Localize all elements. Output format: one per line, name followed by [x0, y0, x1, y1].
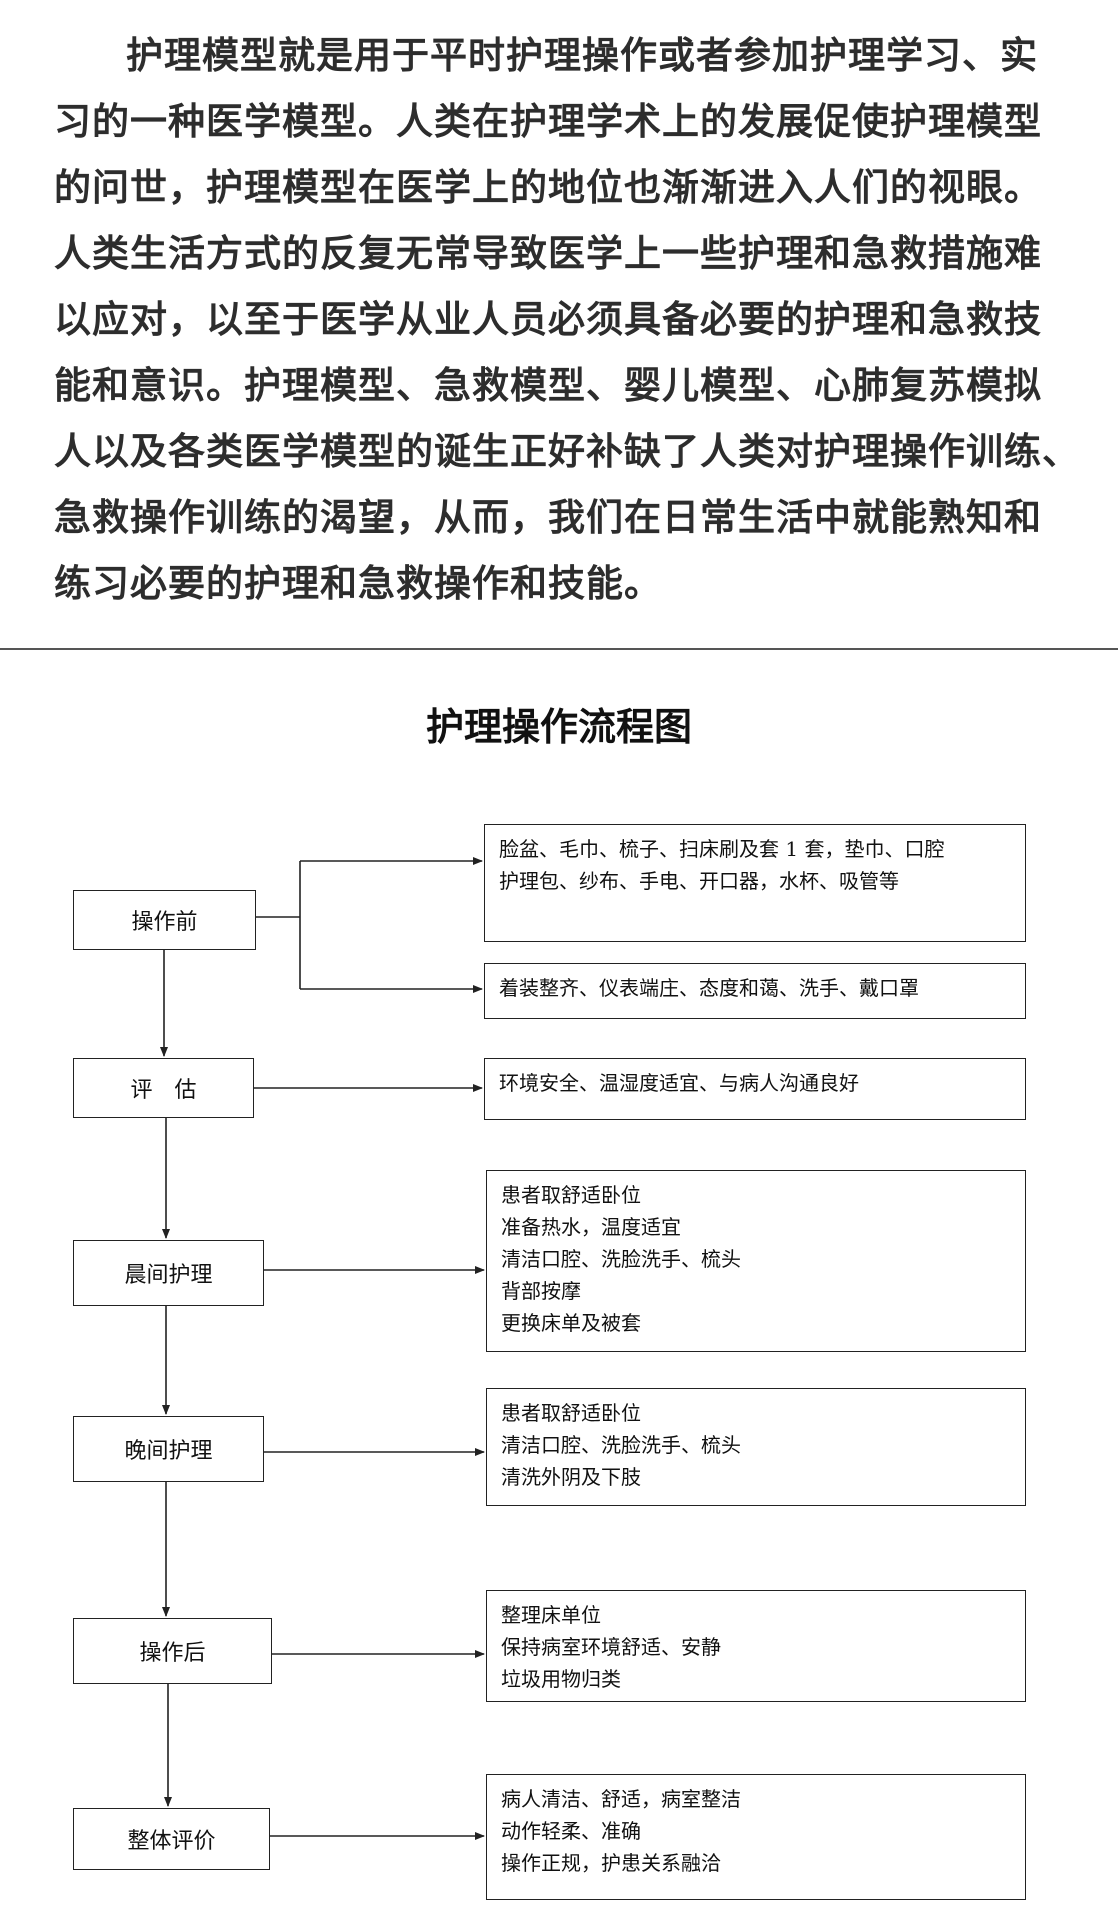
- intro-paragraph: 护理模型就是用于平时护理操作或者参加护理学习、实 习的一种医学模型。人类在护理学…: [0, 0, 1118, 650]
- detail-box-morning-care: 患者取舒适卧位 准备热水，温度适宜 清洁口腔、洗脸洗手、梳头 背部按摩 更换床单…: [486, 1170, 1026, 1352]
- detail-line: 更换床单及被套: [501, 1311, 641, 1335]
- step-label: 评 估: [130, 1078, 197, 1103]
- intro-line: 的问世，护理模型在医学上的地位也渐渐进入人们的视眼。: [54, 166, 1042, 209]
- detail-box-supplies: 脸盆、毛巾、梳子、扫床刷及套 1 套，垫巾、口腔 护理包、纱布、手电、开口器，水…: [484, 824, 1026, 942]
- detail-line: 患者取舒适卧位: [501, 1183, 641, 1207]
- step-box-overall-evaluation: 整体评价: [73, 1808, 270, 1870]
- step-box-before-operation: 操作前: [73, 890, 256, 950]
- step-box-after-operation: 操作后: [73, 1618, 272, 1684]
- nursing-flowchart: 护理操作流程图 操作前: [0, 650, 1118, 1920]
- detail-box-environment: 环境安全、温湿度适宜、与病人沟通良好: [484, 1058, 1026, 1120]
- step-label: 操作前: [131, 910, 198, 935]
- step-box-assessment: 评 估: [73, 1058, 254, 1118]
- detail-line: 护理包、纱布、手电、开口器，水杯、吸管等: [499, 869, 899, 893]
- detail-line: 背部按摩: [501, 1279, 581, 1303]
- detail-line: 动作轻柔、准确: [501, 1819, 641, 1843]
- step-label: 整体评价: [127, 1829, 216, 1854]
- detail-line: 保持病室环境舒适、安静: [501, 1635, 721, 1659]
- detail-line: 清洁口腔、洗脸洗手、梳头: [501, 1433, 741, 1457]
- intro-line: 急救操作训练的渴望，从而，我们在日常生活中就能熟知和: [54, 496, 1042, 539]
- detail-line: 病人清洁、舒适，病室整洁: [501, 1787, 741, 1811]
- intro-line: 能和意识。护理模型、急救模型、婴儿模型、心肺复苏模拟: [54, 364, 1042, 407]
- step-label: 晚间护理: [124, 1439, 213, 1464]
- detail-line: 环境安全、温湿度适宜、与病人沟通良好: [499, 1071, 859, 1095]
- detail-box-after-operation: 整理床单位 保持病室环境舒适、安静 垃圾用物归类: [486, 1590, 1026, 1702]
- step-box-evening-care: 晚间护理: [73, 1416, 264, 1482]
- intro-line: 人类生活方式的反复无常导致医学上一些护理和急救措施难: [54, 232, 1042, 275]
- intro-line: 习的一种医学模型。人类在护理学术上的发展促使护理模型: [54, 100, 1042, 143]
- step-label: 操作后: [139, 1641, 206, 1666]
- detail-line: 整理床单位: [501, 1603, 601, 1627]
- diagram-title: 护理操作流程图: [425, 704, 692, 749]
- detail-line: 清洁口腔、洗脸洗手、梳头: [501, 1247, 741, 1271]
- intro-line: 以应对，以至于医学从业人员必须具备必要的护理和急救技: [54, 298, 1042, 341]
- step-label: 晨间护理: [124, 1263, 213, 1288]
- detail-line: 着装整齐、仪表端庄、态度和蔼、洗手、戴口罩: [499, 976, 919, 1000]
- detail-line: 垃圾用物归类: [501, 1667, 621, 1691]
- detail-line: 脸盆、毛巾、梳子、扫床刷及套 1 套，垫巾、口腔: [499, 837, 945, 861]
- detail-line: 患者取舒适卧位: [501, 1401, 641, 1425]
- detail-line: 操作正规，护患关系融洽: [501, 1851, 721, 1875]
- detail-box-attire: 着装整齐、仪表端庄、态度和蔼、洗手、戴口罩: [484, 963, 1026, 1019]
- detail-line: 准备热水，温度适宜: [501, 1215, 681, 1239]
- intro-line: 练习必要的护理和急救操作和技能。: [54, 562, 662, 605]
- intro-line: 人以及各类医学模型的诞生正好补缺了人类对护理操作训练、: [54, 430, 1080, 473]
- detail-box-evaluation: 病人清洁、舒适，病室整洁 动作轻柔、准确 操作正规，护患关系融洽: [486, 1774, 1026, 1900]
- detail-line: 清洗外阴及下肢: [501, 1465, 641, 1489]
- detail-box-evening-care: 患者取舒适卧位 清洁口腔、洗脸洗手、梳头 清洗外阴及下肢: [486, 1388, 1026, 1506]
- flowchart-connectors: [160, 857, 485, 1840]
- intro-line: 护理模型就是用于平时护理操作或者参加护理学习、实: [126, 34, 1038, 77]
- section-divider: [0, 648, 1118, 650]
- step-box-morning-care: 晨间护理: [73, 1240, 264, 1306]
